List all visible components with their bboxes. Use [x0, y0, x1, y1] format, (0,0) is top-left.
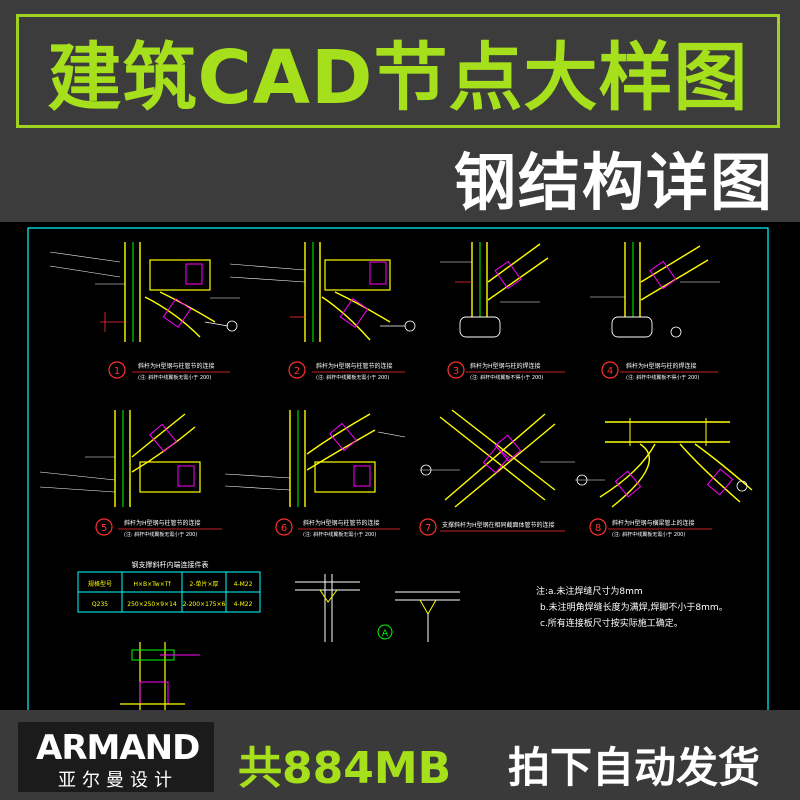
detail-1-caption-text: 斜杆为H型钢与柱管节的连接: [138, 362, 215, 370]
detail-1-marker: [108, 361, 126, 379]
title-banner: 建筑CAD节点大样图: [16, 14, 780, 128]
note-c: c.所有连接板尺寸按实际施工确定。: [540, 617, 683, 629]
table-cell-3: 2-200×175×6: [183, 601, 226, 608]
detail-5-num: 5: [101, 523, 107, 534]
detail-4-caption-text: 斜杆为H型钢与柱的焊连接: [626, 362, 697, 370]
detail-4-note: (注: 斜杆中线翼板不得小于 200): [626, 374, 699, 381]
detail-8-num: 8: [595, 523, 601, 534]
table-cell-2: 250×250×9×14: [127, 601, 177, 608]
connection-table: 钢支撑斜杆内端连接件表 规格型号 H×B×Tw×Tf 2-单片×厚 4-M22 …: [77, 560, 261, 613]
detail-1-drawing: [49, 242, 240, 342]
detail-1-caption: 1 斜杆为H型钢与柱管节的连接 (注: 斜杆中线翼板无需小于 200): [108, 361, 230, 381]
detail-3-drawing: [440, 242, 549, 338]
detail-1-num: 1: [114, 366, 120, 377]
detail-6-caption: 6 斜杆为H型钢与柱管节的连接 (注: 斜杆中线翼板无需小于 200): [275, 518, 400, 538]
detail-8-marker: [589, 518, 607, 536]
detail-7-caption-text: 支撑斜杆为H型钢在相同截面体管节的连接: [442, 521, 555, 529]
detail-6-num: 6: [281, 523, 287, 534]
plate-detail-drawing: [120, 642, 200, 722]
detail-5-note: (注: 斜杆中线翼板无需小于 200): [124, 531, 197, 538]
detail-4-marker: [601, 361, 619, 379]
detail-1-note: (注: 斜杆中线翼板无需小于 200): [138, 374, 211, 381]
detail-8-drawing: [575, 418, 753, 508]
general-notes: 注:a.未注焊缝尺寸为8mm b.未注明角焊缝长度为满焊,焊脚不小于8mm。 c…: [536, 585, 728, 629]
detail-8-note: (注: 斜杆中线翼板无需小于 200): [612, 531, 685, 538]
detail-4-num: 4: [607, 366, 613, 377]
file-size-text: 共884MB: [238, 743, 452, 794]
brand-logo: ARMAND 亚尔曼设计: [18, 722, 214, 792]
detail-3-note: (注: 斜杆中线翼板不得小于 200): [470, 374, 543, 381]
brand-logo-main: ARMAND: [36, 728, 200, 768]
section-a-drawing: A: [295, 574, 460, 642]
section-a-label: A: [382, 629, 389, 639]
detail-8-caption-text: 斜杆为H型钢与横梁管上的连接: [612, 519, 695, 527]
table-header-3: 2-单片×厚: [189, 580, 218, 588]
note-a: 注:a.未注焊缝尺寸为8mm: [536, 585, 643, 597]
page-subtitle: 钢结构详图: [453, 146, 774, 219]
detail-5-caption-text: 斜杆为H型钢与柱管节的连接: [124, 519, 201, 527]
table-header-1: 规格型号: [88, 580, 112, 588]
detail-3-caption: 3 斜杆为H型钢与柱的焊连接 (注: 斜杆中线翼板不得小于 200): [447, 361, 565, 381]
table-cell-1: Q235: [92, 601, 108, 608]
detail-6-marker: [275, 518, 293, 536]
brand-logo-sub: 亚尔曼设计: [58, 770, 178, 791]
detail-8-caption: 8 斜杆为H型钢与横梁管上的连接 (注: 斜杆中线翼板无需小于 200): [589, 518, 712, 538]
cad-drawing: 1 斜杆为H型钢与柱管节的连接 (注: 斜杆中线翼板无需小于 200): [0, 222, 800, 738]
detail-7-num: 7: [425, 523, 431, 534]
detail-6-caption-text: 斜杆为H型钢与柱管节的连接: [303, 519, 380, 527]
detail-2-num: 2: [294, 366, 300, 377]
detail-3-caption-text: 斜杆为H型钢与柱的焊连接: [470, 362, 541, 370]
detail-6-note: (注: 斜杆中线翼板无需小于 200): [303, 531, 376, 538]
detail-7-marker: [419, 518, 437, 536]
detail-4-caption: 4 斜杆为H型钢与柱的焊连接 (注: 斜杆中线翼板不得小于 200): [601, 361, 718, 381]
detail-5-marker: [95, 518, 113, 536]
detail-3-marker: [447, 361, 465, 379]
header: 建筑CAD节点大样图 钢结构详图: [0, 0, 800, 222]
detail-2-note: (注: 斜杆中线翼板无需小于 200): [316, 374, 389, 381]
auto-delivery-text: 拍下自动发货: [508, 743, 761, 792]
detail-2-caption-text: 斜杆为H型钢与柱管节的连接: [316, 362, 393, 370]
table-header-4: 4-M22: [234, 581, 253, 588]
detail-4-drawing: [590, 242, 720, 338]
detail-5-caption: 5 斜杆为H型钢与柱管节的连接 (注: 斜杆中线翼板无需小于 200): [95, 518, 222, 538]
detail-7-caption: 7 支撑斜杆为H型钢在相同截面体管节的连接: [419, 518, 565, 536]
detail-5-drawing: [39, 410, 201, 507]
detail-6-drawing: [224, 410, 406, 507]
detail-3-num: 3: [453, 366, 459, 377]
table-title: 钢支撑斜杆内端连接件表: [132, 560, 209, 569]
detail-7-drawing: [420, 409, 575, 508]
page-title: 建筑CAD节点大样图: [47, 34, 749, 121]
cad-drawing-canvas: 1 斜杆为H型钢与柱管节的连接 (注: 斜杆中线翼板无需小于 200): [27, 227, 769, 725]
detail-2-caption: 2 斜杆为H型钢与柱管节的连接 (注: 斜杆中线翼板无需小于 200): [288, 361, 405, 381]
note-b: b.未注明角焊缝长度为满焊,焊脚不小于8mm。: [540, 601, 728, 613]
table-header-2: H×B×Tw×Tf: [133, 581, 171, 588]
detail-2-marker: [288, 361, 306, 379]
detail-2-drawing: [229, 242, 416, 342]
table-cell-4: 4-M22: [234, 601, 253, 608]
